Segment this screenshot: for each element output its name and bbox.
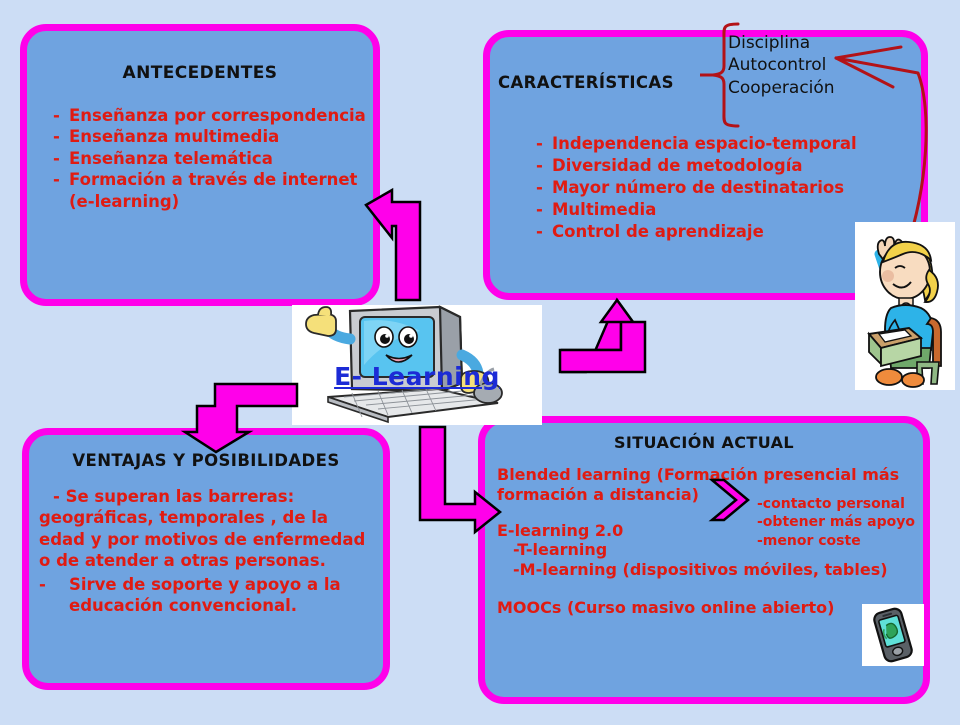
cartoon-student-icon bbox=[867, 236, 942, 388]
bracket-note: Cooperación bbox=[728, 77, 835, 98]
list-item: - Sirve de soporte y apoyo a la educació… bbox=[39, 574, 373, 617]
list-item: -M-learning (dispositivos móviles, table… bbox=[513, 560, 927, 580]
list-item-label: Sirve de soporte y apoyo a la educación … bbox=[69, 574, 341, 616]
bracket-note: Autocontrol bbox=[728, 55, 827, 76]
bullet-dash: - bbox=[536, 221, 543, 241]
list-item-label: Control de aprendizaje bbox=[552, 221, 764, 241]
bullet-dash: - bbox=[536, 177, 543, 197]
situacion-moocs-line: MOOCs (Curso masivo online abierto) bbox=[497, 598, 835, 618]
curly-bracket-icon bbox=[700, 22, 740, 128]
list-item: -Enseñanza por correspondencia bbox=[53, 105, 373, 126]
concept-box-antecedentes: ANTECEDENTES -Enseñanza por corresponden… bbox=[20, 24, 380, 306]
list-item: -Control de aprendizaje bbox=[536, 221, 857, 243]
note-line: -contacto personal bbox=[757, 496, 905, 512]
list-item: -T-learning bbox=[513, 540, 927, 560]
list-item-label: Independencia espacio-temporal bbox=[552, 134, 857, 153]
box-title-ventajas: VENTAJAS Y POSIBILIDADES bbox=[72, 451, 340, 470]
list-item-label: Enseñanza multimedia bbox=[69, 127, 280, 147]
list-item-label: Formación a través de internet (e-learni… bbox=[69, 170, 358, 211]
bracket-note: Disciplina bbox=[728, 33, 811, 53]
bullet-dash: - bbox=[536, 134, 543, 153]
bullet-dash: - bbox=[536, 155, 543, 175]
list-item-label: Multimedia bbox=[552, 199, 657, 219]
bullet-dash: - bbox=[53, 106, 60, 125]
note-line: -menor coste bbox=[757, 532, 861, 549]
bullet-dash: - bbox=[513, 540, 518, 560]
list-item-label: Mayor número de destinatarios bbox=[552, 177, 845, 197]
box-title-situacion: SITUACIÓN ACTUAL bbox=[613, 433, 795, 452]
list-item: -Mayor número de destinatarios bbox=[536, 177, 857, 199]
ventajas-text: - Se superan las barreras: geográficas, … bbox=[39, 486, 373, 617]
list-item: -Independencia espacio-temporal bbox=[536, 133, 857, 155]
note-line: -obtener más apoyo bbox=[757, 514, 915, 531]
cartoon-computer-icon bbox=[305, 305, 503, 424]
bullet-dash: - bbox=[536, 199, 543, 219]
student-illustration bbox=[855, 222, 955, 390]
ventajas-paragraph: - Se superan las barreras: geográficas, … bbox=[39, 487, 366, 571]
list-item: -Diversidad de metodología bbox=[536, 155, 857, 177]
concept-box-situacion-actual: SITUACIÓN ACTUAL Blended learning (Forma… bbox=[478, 416, 930, 704]
list-item-label: M-learning (dispositivos móviles, tables… bbox=[519, 560, 888, 580]
list-item-label: T-learning bbox=[517, 540, 608, 560]
situacion-blended-line: Blended learning (Formación presencial m… bbox=[497, 465, 900, 504]
phone-illustration bbox=[862, 604, 924, 666]
situacion-side-notes: -contacto personal -obtener más apoyo -m… bbox=[757, 495, 915, 550]
list-item: -Multimedia bbox=[536, 199, 857, 221]
mobile-phone-icon bbox=[873, 607, 913, 663]
list-item-label: Enseñanza telemática bbox=[69, 148, 273, 168]
caracteristicas-bullet-list: -Independencia espacio-temporal -Diversi… bbox=[536, 133, 857, 243]
list-item: -Formación a través de internet (e-learn… bbox=[53, 169, 373, 212]
spacer bbox=[497, 580, 927, 598]
bullet-dash: - bbox=[39, 574, 46, 594]
situacion-elearning20-line: E-learning 2.0 bbox=[497, 520, 624, 540]
bullet-dash: - bbox=[53, 148, 60, 168]
box-title-antecedentes: ANTECEDENTES bbox=[122, 63, 278, 83]
caracteristicas-bracket-group: Disciplina Autocontrol Cooperación bbox=[700, 18, 960, 133]
bullet-dash: - bbox=[53, 127, 60, 147]
bullet-dash: - bbox=[513, 560, 520, 580]
list-item: -Enseñanza telemática bbox=[53, 148, 373, 169]
box-title-caracteristicas: CARACTERÍSTICAS bbox=[498, 73, 674, 92]
situacion-body: Blended learning (Formación presencial m… bbox=[497, 465, 927, 618]
list-item-label: Diversidad de metodología bbox=[552, 155, 803, 175]
center-computer-illustration bbox=[292, 305, 542, 425]
arrow-to-caracteristicas bbox=[560, 297, 636, 374]
concept-box-ventajas: VENTAJAS Y POSIBILIDADES - Se superan la… bbox=[22, 428, 390, 690]
arrow-to-caracteristicas-body bbox=[558, 297, 647, 374]
list-item-label: Enseñanza por correspondencia bbox=[69, 106, 366, 125]
antecedentes-bullet-list: -Enseñanza por correspondencia -Enseñanz… bbox=[53, 105, 373, 212]
list-item: -Enseñanza multimedia bbox=[53, 126, 373, 147]
bracket-note-list: Disciplina Autocontrol Cooperación bbox=[728, 32, 835, 99]
bullet-dash: - bbox=[53, 170, 60, 190]
